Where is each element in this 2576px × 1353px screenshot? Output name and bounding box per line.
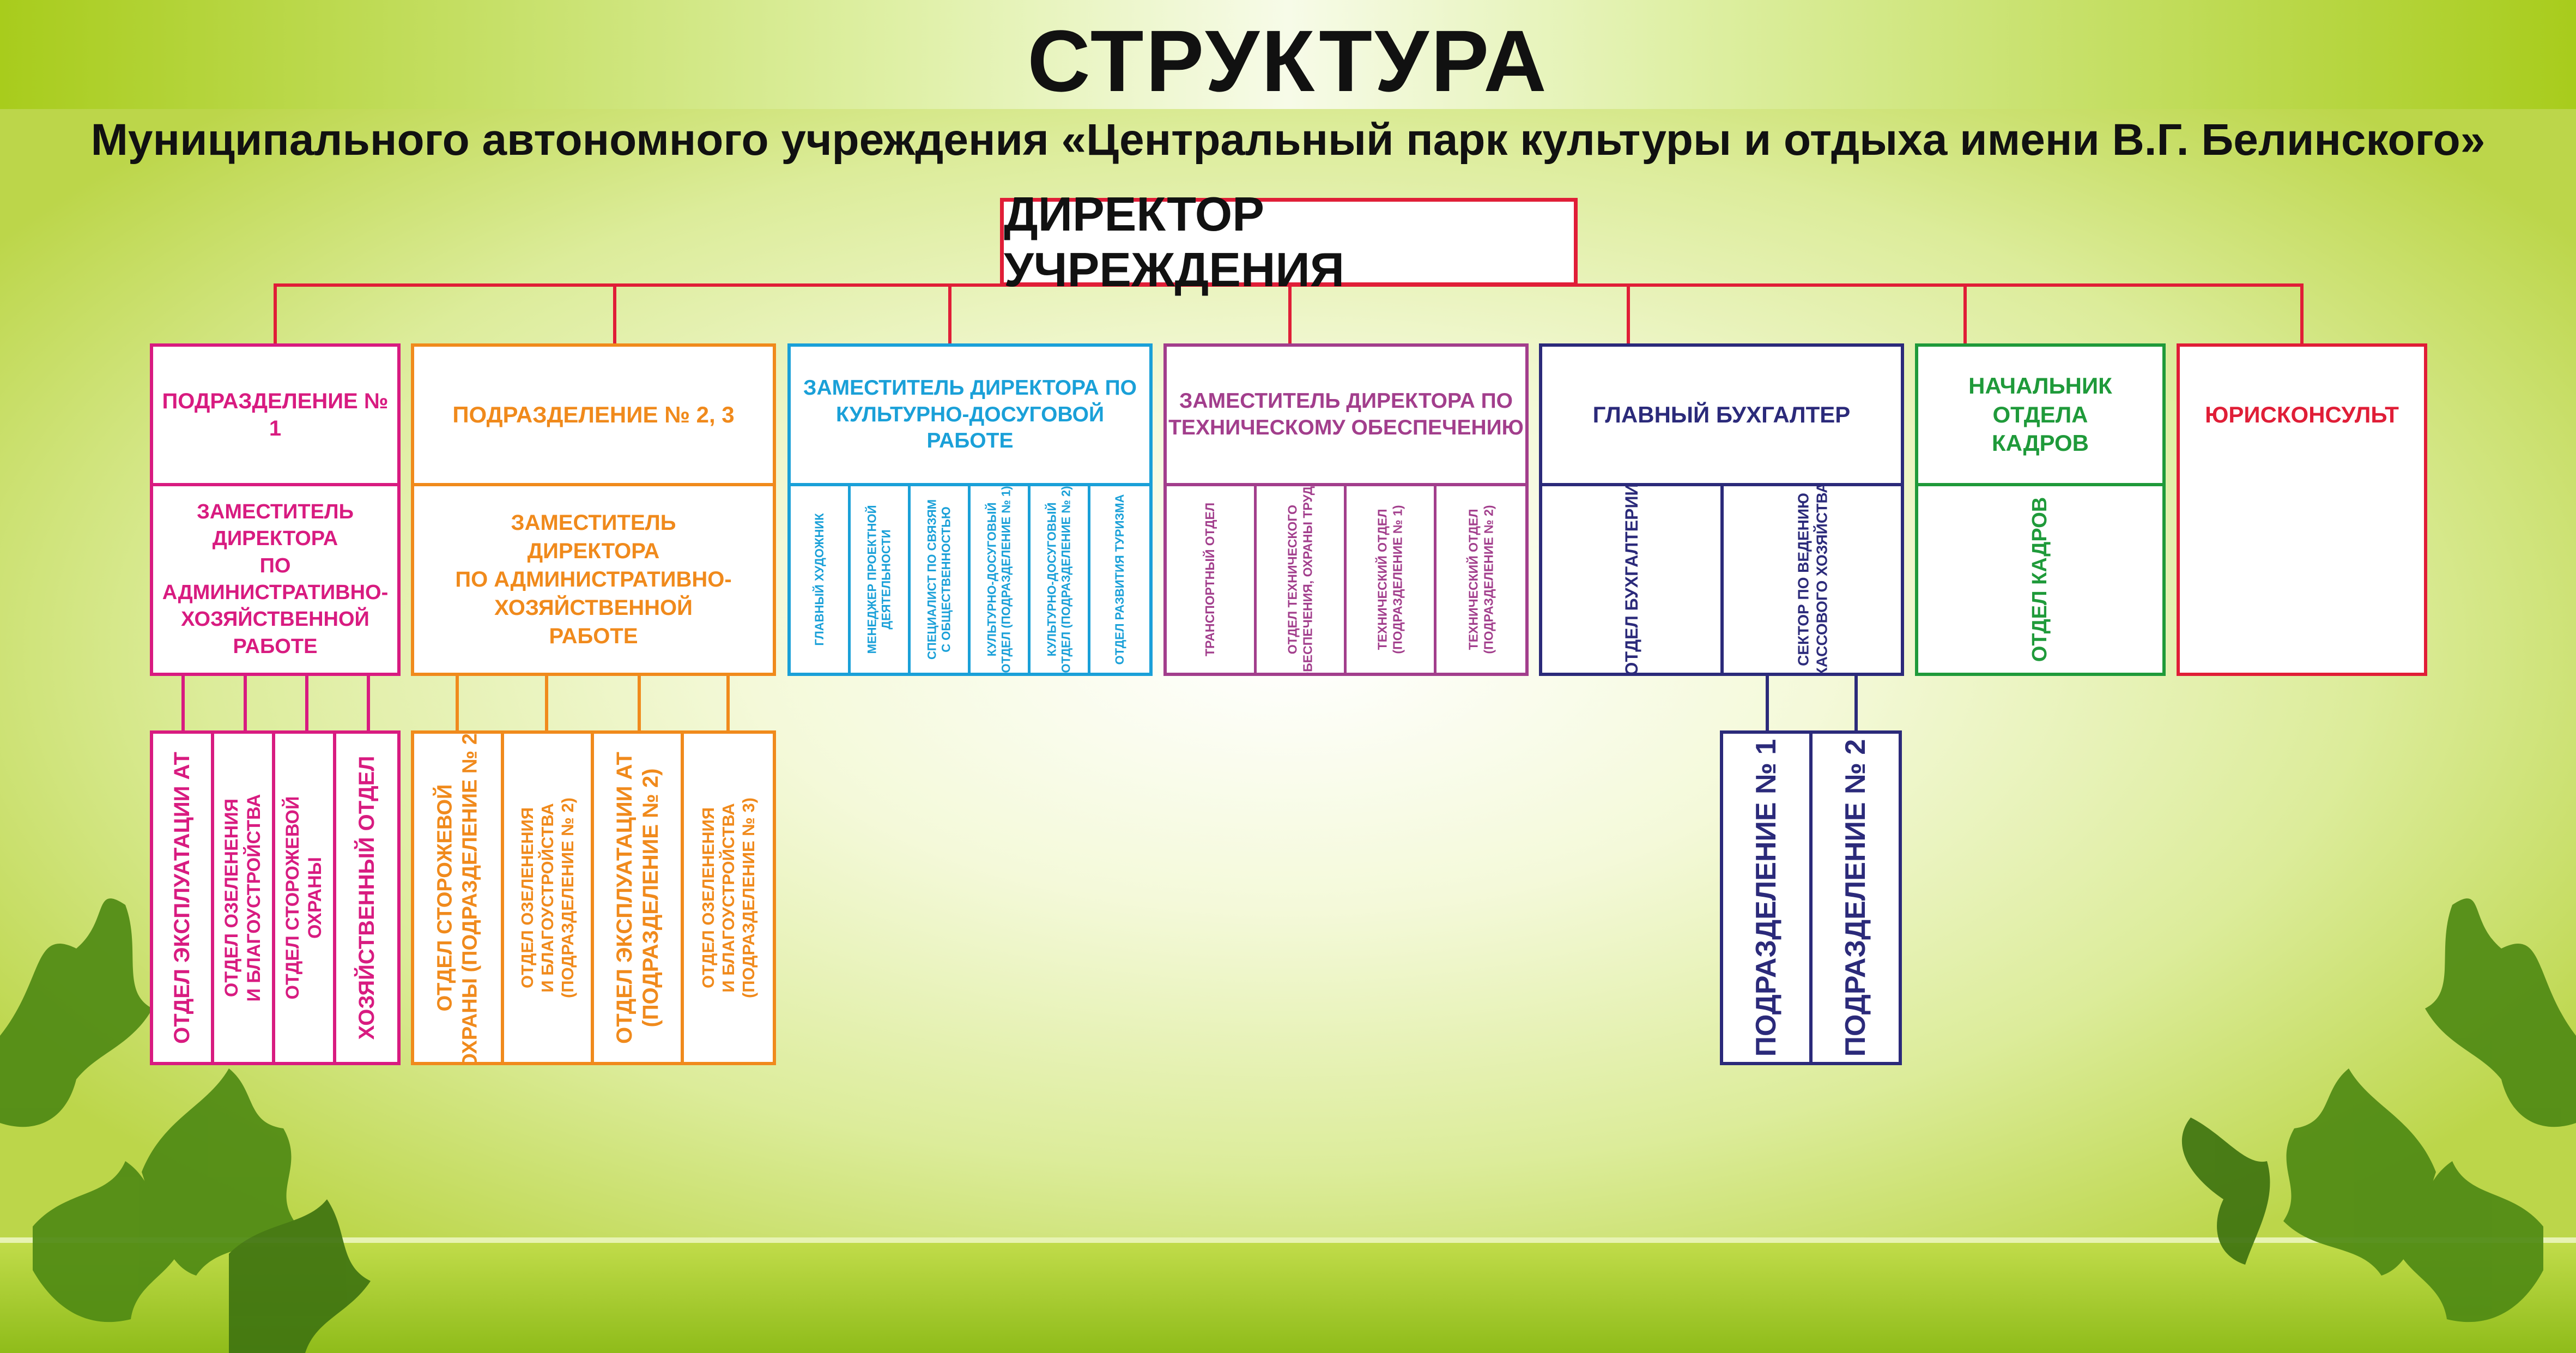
unit-6-title: НАЧАЛЬНИК ОТДЕЛА КАДРОВ <box>1968 373 2112 456</box>
connector-line <box>1288 283 1292 345</box>
top-green-band <box>0 0 2576 109</box>
department-label: ОТДЕЛ ЭКСПЛУАТАЦИИ АТ <box>170 752 194 1044</box>
connector-line <box>305 676 308 733</box>
connector-line <box>638 676 641 733</box>
department-col: ОТДЕЛ ОЗЕЛЕНЕНИЯ И БЛАГОУСТРОЙСТВА (ПОДР… <box>684 734 773 1062</box>
staff-label: ГЛАВНЫЙ ХУДОЖНИК <box>812 513 826 646</box>
department-col: ОТДЕЛ ЭКСПЛУАТАЦИИ АТ (ПОДРАЗДЕЛЕНИЕ № 2… <box>594 734 684 1062</box>
department-col: ОТДЕЛ СТОРОЖЕВОЙ ОХРАНЫ <box>275 734 336 1062</box>
department-label: ОТДЕЛ ОЗЕЛЕНЕНИЯ И БЛАГОУСТРОЙСТВА <box>221 794 264 1002</box>
connector-line <box>948 283 951 345</box>
connector-line <box>1766 676 1769 733</box>
unit-5-subdivisions-box: ПОДРАЗДЕЛЕНИЕ № 1 ПОДРАЗДЕЛЕНИЕ № 2 <box>1720 730 1902 1065</box>
connector-line <box>456 676 459 733</box>
subdivision-col: ПОДРАЗДЕЛЕНИЕ № 1 <box>1723 734 1813 1062</box>
department-label: ОТДЕЛ ОЗЕЛЕНЕНИЯ И БЛАГОУСТРОЙСТВА (ПОДР… <box>517 797 578 999</box>
divider <box>791 483 1149 486</box>
connector-line <box>274 283 277 345</box>
department-col: ХОЗЯЙСТВЕННЫЙ ОТДЕЛ <box>336 734 397 1062</box>
bottom-green-band <box>0 1237 2576 1353</box>
department-label: ОТДЕЛ ОЗЕЛЕНЕНИЯ И БЛАГОУСТРОЙСТВА (ПОДР… <box>698 797 759 999</box>
connector-line <box>2300 283 2304 345</box>
staff-label: СЕКТОР ПО ВЕДЕНИЮ КАССОВОГО ХОЗЯЙСТВА <box>1794 486 1830 673</box>
staff-col: ТЕХНИЧЕСКИЙ ОТДЕЛ (ПОДРАЗДЕЛЕНИЕ № 1) <box>1347 486 1437 673</box>
staff-col: ОТДЕЛ БУХГАЛТЕРИИ <box>1542 486 1724 673</box>
staff-col: ОТДЕЛ РАЗВИТИЯ ТУРИЗМА <box>1090 486 1149 673</box>
staff-col: КУЛЬТУРНО-ДОСУГОВЫЙ ОТДЕЛ (ПОДРАЗДЕЛЕНИЕ… <box>1031 486 1090 673</box>
connector-line <box>1854 676 1858 733</box>
bottom-band-highlight <box>0 1237 2576 1243</box>
department-label: ОТДЕЛ СТОРОЖЕВОЙ ОХРАНЫ (ПОДРАЗДЕЛЕНИЕ №… <box>433 734 481 1062</box>
department-label: ХОЗЯЙСТВЕННЫЙ ОТДЕЛ <box>355 756 379 1040</box>
unit-3-box: ЗАМЕСТИТЕЛЬ ДИРЕКТОРА ПО КУЛЬТУРНО-ДОСУГ… <box>787 343 1153 676</box>
staff-label: ОТДЕЛ БУХГАЛТЕРИИ <box>1621 486 1641 673</box>
staff-label: ОТДЕЛ РАЗВИТИЯ ТУРИЗМА <box>1112 494 1126 665</box>
staff-label: КУЛЬТУРНО-ДОСУГОВЫЙ ОТДЕЛ (ПОДРАЗДЕЛЕНИЕ… <box>1045 486 1073 673</box>
department-col: ОТДЕЛ ОЗЕЛЕНЕНИЯ И БЛАГОУСТРОЙСТВА <box>214 734 275 1062</box>
oak-leaves-left-icon <box>0 898 371 1353</box>
unit-4-box: ЗАМЕСТИТЕЛЬ ДИРЕКТОРА ПО ТЕХНИЧЕСКОМУ ОБ… <box>1163 343 1529 676</box>
oak-leaves-right-icon <box>2181 898 2576 1322</box>
page-subtitle: Муниципального автономного учреждения «Ц… <box>90 115 2486 165</box>
unit-5-box: ГЛАВНЫЙ БУХГАЛТЕР ОТДЕЛ БУХГАЛТЕРИИ СЕКТ… <box>1539 343 1904 676</box>
staff-label: ТЕХНИЧЕСКИЙ ОТДЕЛ (ПОДРАЗДЕЛЕНИЕ № 1) <box>1375 505 1404 654</box>
unit-3-title: ЗАМЕСТИТЕЛЬ ДИРЕКТОРА ПО КУЛЬТУРНО-ДОСУГ… <box>803 376 1137 453</box>
unit-6-box: НАЧАЛЬНИК ОТДЕЛА КАДРОВ ОТДЕЛ КАДРОВ <box>1915 343 2166 676</box>
unit-2-deputy: ЗАМЕСТИТЕЛЬ ДИРЕКТОРА ПО АДМИНИСТРАТИВНО… <box>455 511 732 648</box>
department-col: ОТДЕЛ ЭКСПЛУАТАЦИИ АТ <box>153 734 214 1062</box>
staff-label: ТРАНСПОРТНЫЙ ОТДЕЛ <box>1203 503 1217 656</box>
staff-col: МЕНЕДЖЕР ПРОЕКТНОЙ ДЕЯТЕЛЬНОСТИ <box>851 486 911 673</box>
unit-5-title: ГЛАВНЫЙ БУХГАЛТЕР <box>1592 401 1851 427</box>
staff-label: ОТДЕЛ КАДРОВ <box>2028 497 2052 662</box>
unit-2-title: ПОДРАЗДЕЛЕНИЕ № 2, 3 <box>452 401 735 427</box>
unit-7-title: ЮРИСКОНСУЛЬТ <box>2205 401 2399 427</box>
staff-label: ТЕХНИЧЕСКИЙ ОТДЕЛ (ПОДРАЗДЕЛЕНИЕ № 2) <box>1465 505 1495 654</box>
department-col: ОТДЕЛ ОЗЕЛЕНЕНИЯ И БЛАГОУСТРОЙСТВА (ПОДР… <box>504 734 594 1062</box>
unit-4-title: ЗАМЕСТИТЕЛЬ ДИРЕКТОРА ПО ТЕХНИЧЕСКОМУ ОБ… <box>1168 389 1524 439</box>
divider <box>1167 483 1525 486</box>
unit-7-box: ЮРИСКОНСУЛЬТ <box>2177 343 2427 676</box>
connector-line <box>1963 283 1967 345</box>
unit-1-deputy: ЗАМЕСТИТЕЛЬ ДИРЕКТОРА ПО АДМИНИСТРАТИВНО… <box>162 500 389 658</box>
department-col: ОТДЕЛ СТОРОЖЕВОЙ ОХРАНЫ (ПОДРАЗДЕЛЕНИЕ №… <box>414 734 504 1062</box>
connector-line <box>545 676 548 733</box>
director-box: ДИРЕКТОР УЧРЕЖДЕНИЯ <box>1000 187 1578 297</box>
connector-line <box>1627 283 1630 345</box>
staff-col: ОТДЕЛ ТЕХНИЧЕСКОГО ОБЕСПЕЧЕНИЯ, ОХРАНЫ Т… <box>1257 486 1347 673</box>
staff-label: КУЛЬТУРНО-ДОСУГОВЫЙ ОТДЕЛ (ПОДРАЗДЕЛЕНИЕ… <box>985 486 1013 673</box>
staff-col: ТЕХНИЧЕСКИЙ ОТДЕЛ (ПОДРАЗДЕЛЕНИЕ № 2) <box>1437 486 1525 673</box>
department-label: ОТДЕЛ ЭКСПЛУАТАЦИИ АТ (ПОДРАЗДЕЛЕНИЕ № 2… <box>612 752 663 1044</box>
director-label: ДИРЕКТОР УЧРЕЖДЕНИЯ <box>1004 187 1344 297</box>
department-label: ОТДЕЛ СТОРОЖЕВОЙ ОХРАНЫ <box>282 796 325 1000</box>
unit-2-departments-box: ОТДЕЛ СТОРОЖЕВОЙ ОХРАНЫ (ПОДРАЗДЕЛЕНИЕ №… <box>411 730 776 1065</box>
divider <box>1542 483 1901 486</box>
connector-line <box>613 283 616 345</box>
connector-line <box>726 676 730 733</box>
subdivision-label: ПОДРАЗДЕЛЕНИЕ № 1 <box>1750 739 1782 1057</box>
staff-col: ГЛАВНЫЙ ХУДОЖНИК <box>791 486 851 673</box>
staff-label: СПЕЦИАЛИСТ ПО СВЯЗЯМ С ОБЩЕСТВЕННОСТЬЮ <box>925 499 953 660</box>
divider <box>414 483 773 486</box>
staff-label: ОТДЕЛ ТЕХНИЧЕСКОГО ОБЕСПЕЧЕНИЯ, ОХРАНЫ Т… <box>1285 486 1314 673</box>
staff-col: КУЛЬТУРНО-ДОСУГОВЫЙ ОТДЕЛ (ПОДРАЗДЕЛЕНИЕ… <box>971 486 1031 673</box>
staff-col: ТРАНСПОРТНЫЙ ОТДЕЛ <box>1167 486 1257 673</box>
connector-line <box>367 676 370 733</box>
page-title: СТРУКТУРА <box>1027 12 1549 110</box>
staff-col: СПЕЦИАЛИСТ ПО СВЯЗЯМ С ОБЩЕСТВЕННОСТЬЮ <box>911 486 971 673</box>
divider <box>153 483 397 486</box>
staff-col: ОТДЕЛ КАДРОВ <box>1918 486 2162 673</box>
divider <box>1918 483 2162 486</box>
unit-2-box: ПОДРАЗДЕЛЕНИЕ № 2, 3 ЗАМЕСТИТЕЛЬ ДИРЕКТО… <box>411 343 776 676</box>
subdivision-col: ПОДРАЗДЕЛЕНИЕ № 2 <box>1813 734 1899 1062</box>
connector-line <box>181 676 185 733</box>
unit-1-box: ПОДРАЗДЕЛЕНИЕ № 1 ЗАМЕСТИТЕЛЬ ДИРЕКТОРА … <box>150 343 401 676</box>
unit-1-departments-box: ОТДЕЛ ЭКСПЛУАТАЦИИ АТ ОТДЕЛ ОЗЕЛЕНЕНИЯ И… <box>150 730 401 1065</box>
staff-col: СЕКТОР ПО ВЕДЕНИЮ КАССОВОГО ХОЗЯЙСТВА <box>1724 486 1901 673</box>
connector-line <box>244 676 247 733</box>
staff-label: МЕНЕДЖЕР ПРОЕКТНОЙ ДЕЯТЕЛЬНОСТИ <box>865 505 893 654</box>
unit-1-title: ПОДРАЗДЕЛЕНИЕ № 1 <box>162 389 389 440</box>
subdivision-label: ПОДРАЗДЕЛЕНИЕ № 2 <box>1839 739 1871 1057</box>
